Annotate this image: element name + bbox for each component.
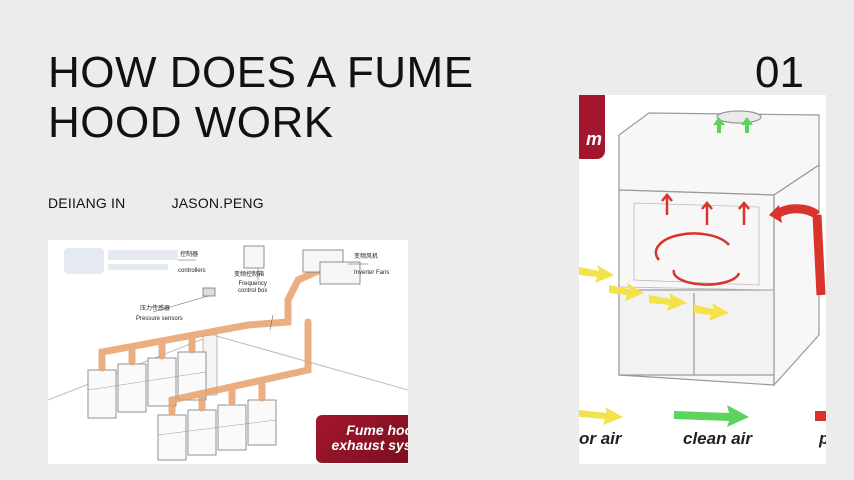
exhaust-system-image: 控制器 controllers 变频控制箱 Frequency control …: [48, 240, 408, 464]
label-frequency-line2: control box: [238, 288, 268, 294]
slide-title-line1: HOW DOES A FUME: [48, 48, 474, 97]
airflow-diagram-image: m or air clean air p: [579, 95, 826, 464]
legend-left-label: or air: [579, 429, 622, 448]
label-inverter-fans-cn: 变频风机: [354, 254, 379, 260]
watermark-logo: [64, 248, 178, 274]
label-pressure-sensors-cn: 压力传感器: [140, 306, 171, 312]
caption-line1: Fume hood: [346, 422, 408, 438]
slide-number: 01: [755, 48, 804, 97]
label-controllers-cn: 控制器: [180, 252, 199, 258]
slide-title-line2: HOOD WORK: [48, 98, 334, 147]
caption-badge: Fume hood exhaust system: [316, 415, 408, 463]
label-frequency-line1: Frequency: [238, 281, 267, 287]
legend-clean-air-label: clean air: [683, 429, 752, 448]
label-frequency-box: Frequency control box: [238, 281, 267, 295]
fume-hood-drawing: [579, 110, 826, 427]
exhaust-system-drawing: [48, 245, 408, 461]
slide-title: HOW DOES A FUME HOOD WORK: [48, 48, 508, 148]
top-badge: m: [579, 95, 605, 159]
label-pressure-sensors: Pressure sensors: [136, 316, 183, 322]
legend-right-label: p: [819, 429, 826, 449]
label-frequency-box-cn: 变频控制箱: [234, 272, 265, 278]
label-inverter-fans: Inverter Fans: [354, 270, 390, 276]
author-name: JASON.PENG: [171, 195, 264, 211]
label-controllers: controllers: [178, 268, 206, 274]
caption-line2: exhaust system: [331, 437, 408, 453]
author-name: DEIIANG IN: [48, 195, 126, 211]
authors: DEIIANG IN JASON.PENG: [48, 194, 264, 212]
